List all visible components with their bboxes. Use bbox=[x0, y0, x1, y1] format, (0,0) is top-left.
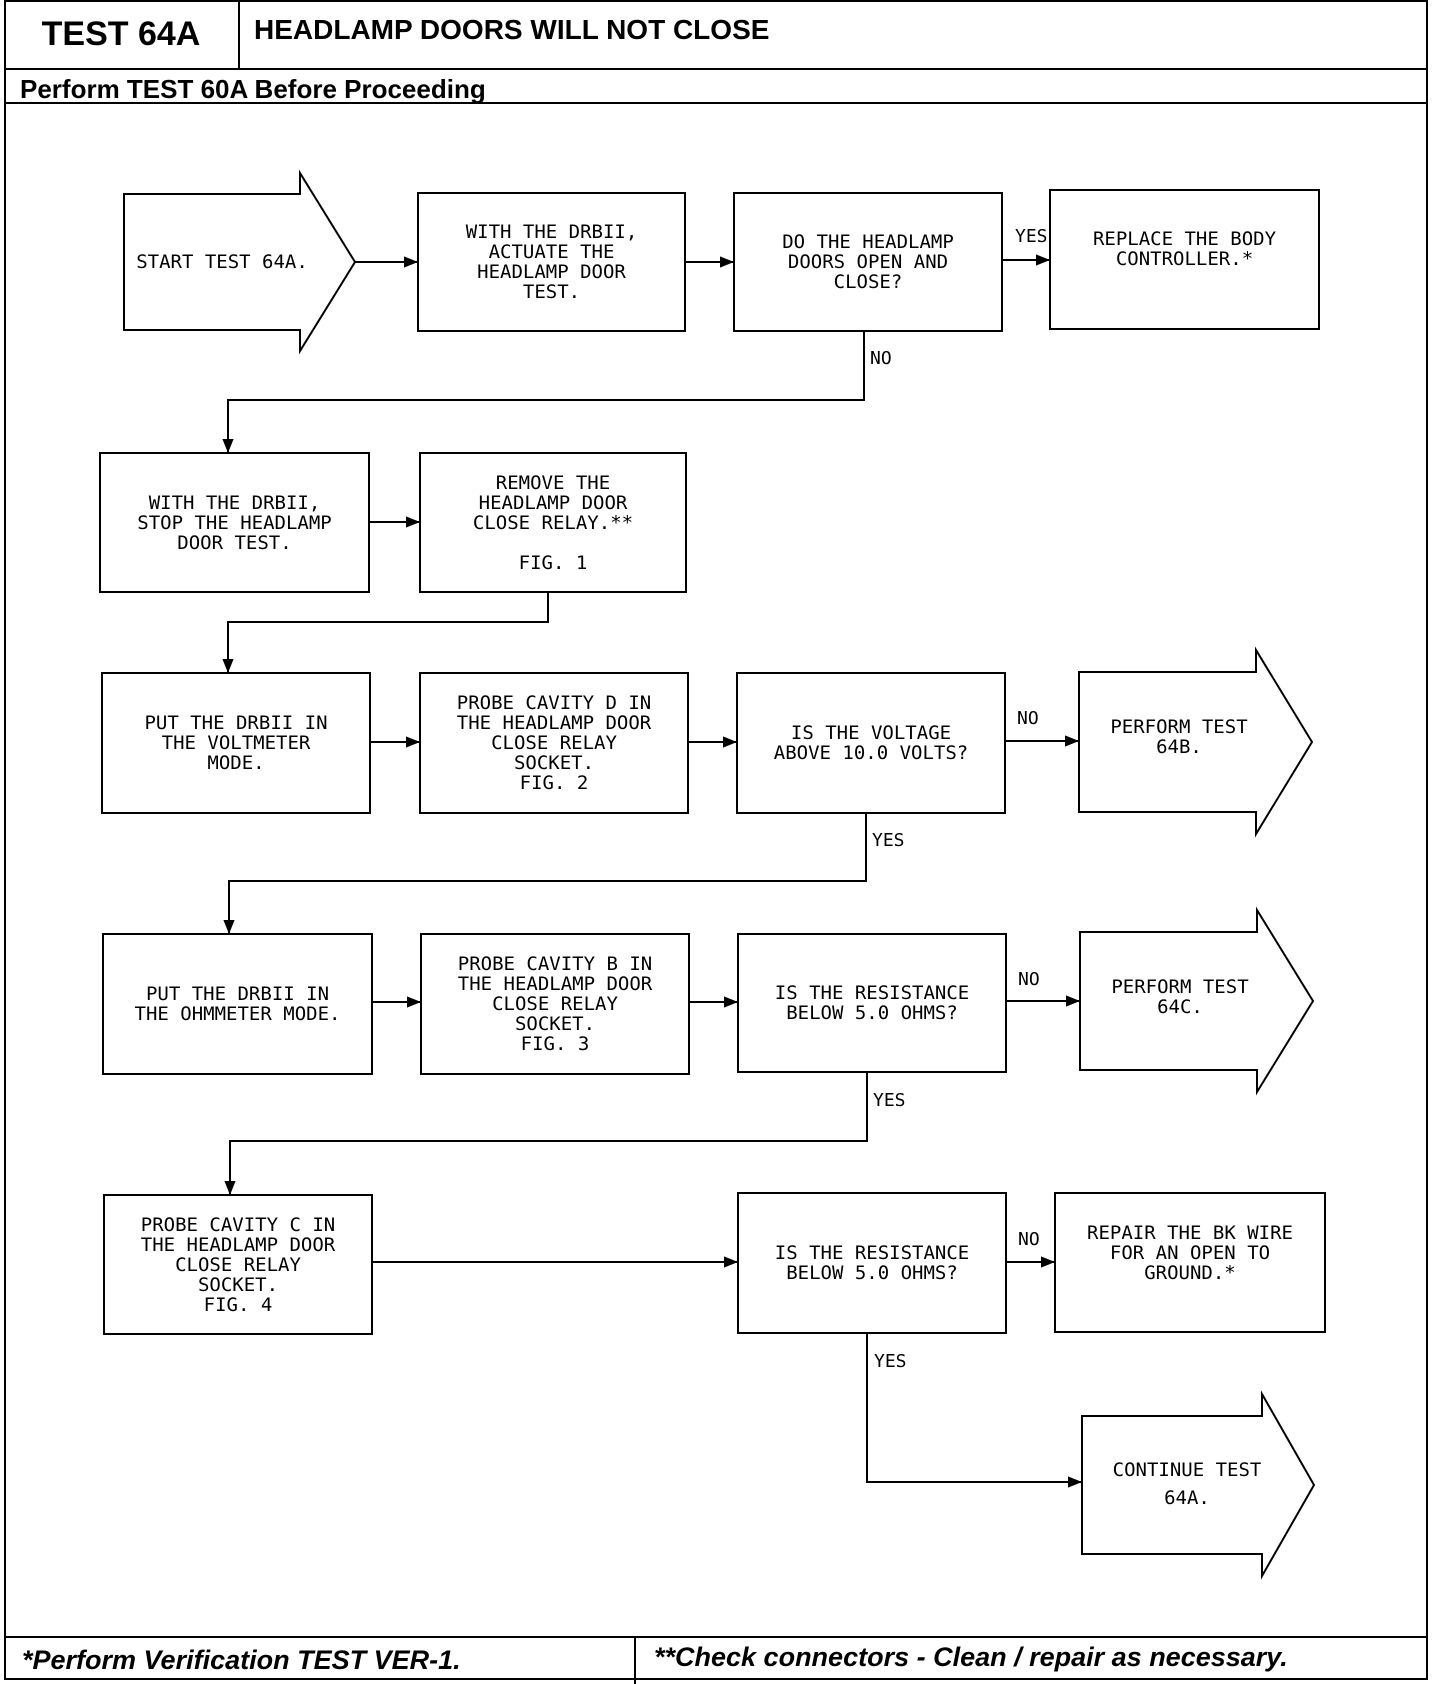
footer-verification-note: *Perform Verification TEST VER-1. bbox=[22, 1645, 461, 1675]
subheader-divider bbox=[4, 102, 1428, 104]
ohmmeter-box bbox=[102, 933, 373, 1075]
header-divider bbox=[240, 68, 1428, 70]
edge-q1-no bbox=[222, 331, 865, 453]
edge-q2-yes bbox=[223, 813, 867, 934]
footer-connector-note: **Check connectors - Clean / repair as n… bbox=[654, 1642, 1288, 1672]
page-title: HEADLAMP DOORS WILL NOT CLOSE bbox=[254, 14, 770, 45]
test-64b-node: PERFORM TEST 64B. bbox=[1110, 716, 1248, 758]
edge-label-q1-no: NO bbox=[870, 348, 892, 369]
edge-label-q2-yes: YES bbox=[872, 830, 905, 851]
probe-b-node: PROBE CAVITY B IN THE HEADLAMP DOOR CLOS… bbox=[457, 953, 653, 1055]
start-node: START TEST 64A. bbox=[136, 251, 308, 273]
stop-test-node: WITH THE DRBII, STOP THE HEADLAMP DOOR T… bbox=[137, 491, 332, 554]
actuate-node: WITH THE DRBII, ACTUATE THE HEADLAMP DOO… bbox=[465, 221, 638, 303]
continue-node: CONTINUE TEST 64A. bbox=[1112, 1458, 1262, 1509]
replace-bc-node: REPLACE THE BODY CONTROLLER.* bbox=[1092, 228, 1277, 270]
start-arrow-shape bbox=[123, 169, 357, 355]
voltmeter-node: PUT THE DRBII IN THE VOLTMETER MODE. bbox=[144, 712, 328, 774]
probe-c-node: PROBE CAVITY C IN THE HEADLAMP DOOR CLOS… bbox=[140, 1213, 336, 1316]
probe-b-box bbox=[420, 933, 690, 1075]
edge-label-q3-yes: YES bbox=[873, 1090, 906, 1111]
remove-relay-node: REMOVE THE HEADLAMP DOOR CLOSE RELAY.** … bbox=[472, 471, 634, 574]
footer-divider bbox=[4, 1636, 1428, 1638]
edge-label-q3-no: NO bbox=[1018, 969, 1040, 990]
q-open-close-node: DO THE HEADLAMP DOORS OPEN AND CLOSE? bbox=[782, 231, 954, 293]
test-64b-arrow-shape bbox=[1078, 646, 1314, 838]
test-64c-arrow-shape bbox=[1079, 906, 1315, 1096]
q-voltage-node: IS THE VOLTAGE ABOVE 10.0 VOLTS? bbox=[773, 722, 969, 764]
repair-bk-node: REPAIR THE BK WIRE FOR AN OPEN TO GROUND… bbox=[1087, 1222, 1293, 1284]
q-resist-2-node: IS THE RESISTANCE BELOW 5.0 OHMS? bbox=[774, 1242, 970, 1284]
edge-remove-voltmeter bbox=[222, 592, 549, 673]
edge-q3-yes bbox=[224, 1072, 868, 1195]
continue-arrow-shape bbox=[1081, 1390, 1316, 1580]
probe-c-box bbox=[103, 1194, 373, 1335]
test-64c-node: PERFORM TEST 64C. bbox=[1111, 976, 1249, 1018]
edge-q4-yes bbox=[866, 1333, 1082, 1488]
probe-d-node: PROBE CAVITY D IN THE HEADLAMP DOOR CLOS… bbox=[456, 692, 652, 794]
test-id: TEST 64A bbox=[4, 0, 240, 70]
prerequisite-note: Perform TEST 60A Before Proceeding bbox=[20, 74, 486, 104]
edge-label-q2-no: NO bbox=[1017, 708, 1039, 729]
edge-label-q4-no: NO bbox=[1018, 1229, 1040, 1250]
edge-label-q1-yes: YES bbox=[1015, 226, 1048, 247]
page-frame bbox=[4, 0, 1428, 1680]
edge-label-q4-yes: YES bbox=[874, 1351, 907, 1372]
ohmmeter-node: PUT THE DRBII IN THE OHMMETER MODE. bbox=[134, 983, 341, 1025]
q-resist-1-node: IS THE RESISTANCE BELOW 5.0 OHMS? bbox=[774, 982, 970, 1024]
footer-column-divider bbox=[634, 1636, 636, 1684]
